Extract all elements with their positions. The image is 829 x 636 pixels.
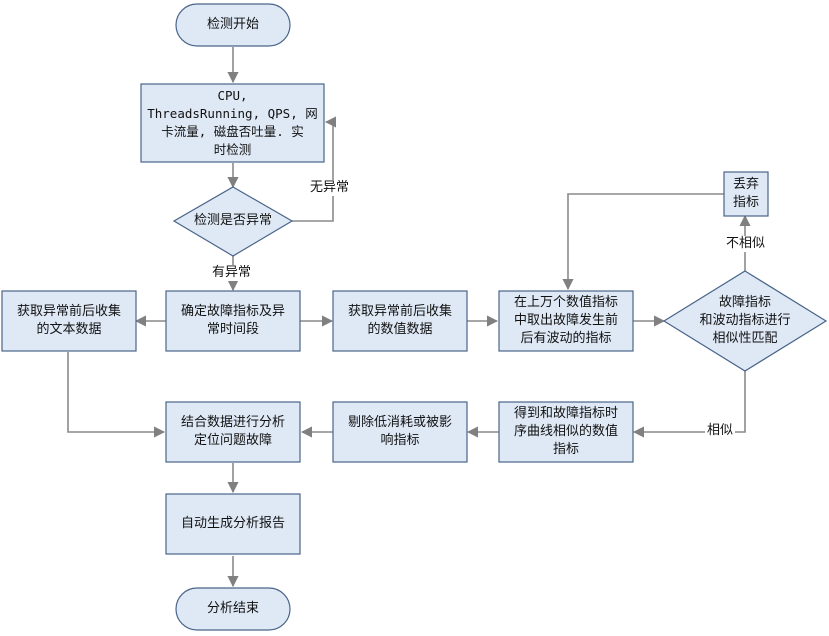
edge-label-no-anomaly: 无异常 [308,180,352,196]
similar-metrics-box [498,401,634,463]
discard-metric-box [723,171,769,217]
end-terminal [175,587,291,631]
edge-discard-filter [562,193,724,291]
edge-text-combine [67,352,166,438]
edge-label-not-similar: 不相似 [724,236,768,252]
connectors [67,47,751,588]
combine-analysis-box [165,401,301,463]
generate-report-box [165,493,301,555]
edge-label-has-anomaly: 有异常 [210,265,254,281]
edge-label-similar: 相似 [705,423,736,439]
anomaly-decision-diamond [172,186,294,257]
start-terminal [175,3,291,47]
text-data-collect-box [1,290,137,352]
edge-decision2-similar [632,371,746,438]
similarity-decision-diamond [662,270,828,372]
locate-fault-box [165,290,301,352]
edge-decision1-no [292,116,337,222]
remove-low-impact-box [332,401,468,463]
numeric-data-collect-box [332,290,468,352]
realtime-detection-box [140,83,325,163]
filter-fluctuating-metrics-box [498,290,634,352]
